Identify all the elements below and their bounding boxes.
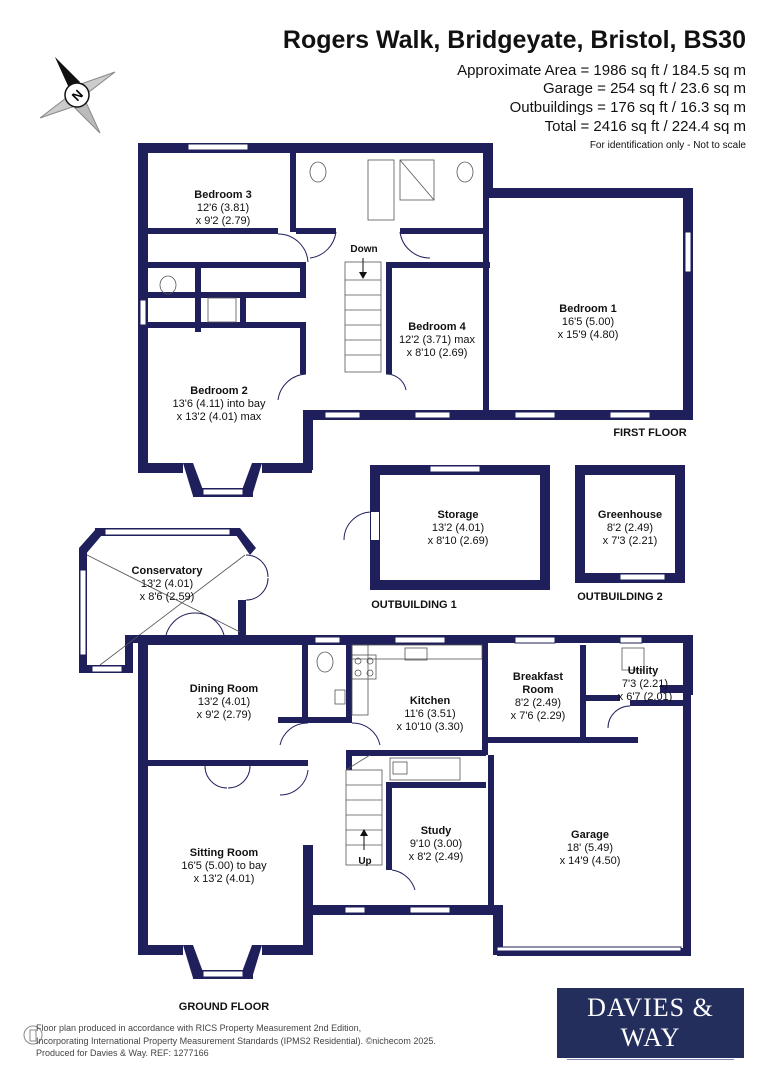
study-name: Study [421,825,452,837]
total-area: Total = 2416 sq ft / 224.4 sq m [544,118,746,135]
davies-and-way-logo: DAVIES & WAY CHARTERED SURVEYORS • ESTAT… [557,988,744,1084]
breakfast-room-dim1: 8'2 (2.49) [515,697,561,709]
bedroom-4-name: Bedroom 4 [408,321,466,333]
first-floor-label: FIRST FLOOR [613,427,686,439]
stairs-down-label: Down [350,244,377,255]
first-floor-plan [138,143,693,497]
garage-dim2: x 14'9 (4.50) [560,855,621,867]
ground-floor-stairs-icon [345,754,383,866]
bedroom-3-name: Bedroom 3 [194,189,251,201]
dining-room-name: Dining Room [190,683,259,695]
greenhouse-dim1: 8'2 (2.49) [607,522,653,534]
utility-dim2: x 6'7 (2.01) [618,691,673,703]
dining-room-dim2: x 9'2 (2.79) [197,709,252,721]
bedroom-1-dim2: x 15'9 (4.80) [558,329,619,341]
logo-brand: DAVIES & WAY [587,993,714,1052]
dining-room-dim1: 13'2 (4.01) [198,696,250,708]
first-floor-stairs-icon [344,258,382,373]
stairs-up-label: Up [358,856,371,867]
outbuilding-1-label: OUTBUILDING 1 [371,599,457,611]
bedroom-2-dim2: x 13'2 (4.01) max [177,411,262,423]
breakfast-room-name-2: Room [522,684,553,696]
outbuildings-area: Outbuildings = 176 sq ft / 16.3 sq m [509,99,746,116]
bedroom-1-dim1: 16'5 (5.00) [562,316,614,328]
kitchen-name: Kitchen [410,695,451,707]
breakfast-room-dim2: x 7'6 (2.29) [511,710,566,722]
outbuilding-1-plan [343,465,550,590]
utility-dim1: 7'3 (2.21) [622,678,668,690]
breakfast-room-name: Breakfast [513,671,563,683]
footer-line-2: Incorporating International Property Mea… [36,1035,436,1046]
conservatory-name: Conservatory [132,565,204,577]
ground-floor-plan [79,528,693,979]
conservatory-dim1: 13'2 (4.01) [141,578,193,590]
storage-dim2: x 8'10 (2.69) [428,535,489,547]
sitting-room-name: Sitting Room [190,847,259,859]
greenhouse-dim2: x 7'3 (2.21) [603,535,658,547]
study-dim2: x 8'2 (2.49) [409,851,464,863]
garage-dim1: 18' (5.49) [567,842,613,854]
storage-name: Storage [438,509,479,521]
storage-dim1: 13'2 (4.01) [432,522,484,534]
bedroom-4-dim2: x 8'10 (2.69) [407,347,468,359]
rics-icon [23,1025,43,1045]
ground-floor-label: GROUND FLOOR [179,1001,269,1013]
approximate-area: Approximate Area = 1986 sq ft / 184.5 sq… [457,62,746,79]
bedroom-1-name: Bedroom 1 [559,303,616,315]
bedroom-2-dim1: 13'6 (4.11) into bay [172,398,266,410]
kitchen-dim1: 11'6 (3.51) [404,708,455,720]
property-title: Rogers Walk, Bridgeyate, Bristol, BS30 [282,26,746,54]
kitchen-dim2: x 10'10 (3.30) [397,721,464,733]
compass-icon: N [39,57,116,134]
footer-notes: Floor plan produced in accordance with R… [36,1022,506,1060]
logo-tagline: CHARTERED SURVEYORS • ESTATE AGENTS [566,1066,735,1084]
sitting-room-dim2: x 13'2 (4.01) [194,873,255,885]
disclaimer-note: For identification only - Not to scale [589,140,746,151]
bedroom-3-dim1: 12'6 (3.81) [197,202,249,214]
study-dim1: 9'10 (3.00) [410,838,462,850]
outbuilding-2-label: OUTBUILDING 2 [577,591,663,603]
outbuilding-2-plan [575,465,685,583]
utility-name: Utility [628,665,659,677]
footer-line-1: Floor plan produced in accordance with R… [36,1023,362,1033]
footer-line-3: Produced for Davies & Way. REF: 1277166 [36,1048,209,1058]
sitting-room-dim1: 16'5 (5.00) to bay [181,860,267,872]
conservatory-dim2: x 8'6 (2.59) [140,591,195,603]
garage-name: Garage [571,829,609,841]
bedroom-2-name: Bedroom 2 [190,385,247,397]
garage-area: Garage = 254 sq ft / 23.6 sq m [542,80,746,97]
greenhouse-name: Greenhouse [598,509,662,521]
bedroom-3-dim2: x 9'2 (2.79) [196,215,251,227]
bedroom-4-dim1: 12'2 (3.71) max [399,334,476,346]
